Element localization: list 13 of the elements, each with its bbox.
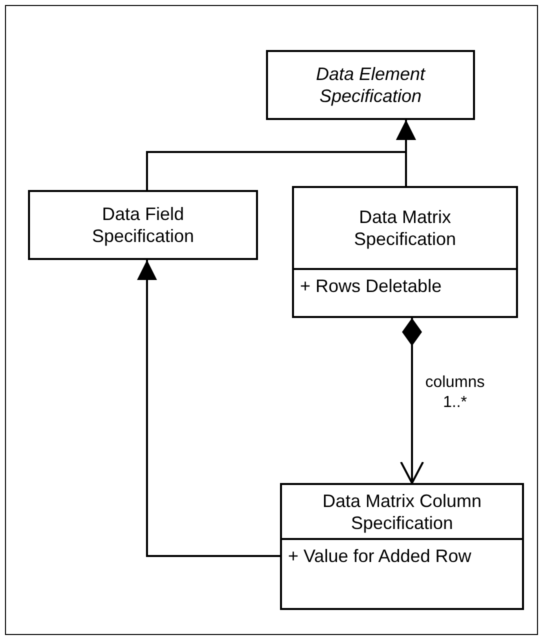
class-name: Data Element Specification <box>314 63 426 108</box>
class-box <box>266 50 475 120</box>
generalization-arrow <box>396 120 416 186</box>
class-attribute: + Rows Deletable <box>294 268 516 316</box>
generalization-arrow <box>137 260 280 557</box>
class-attribute: + Value for Added Row <box>282 538 522 608</box>
class-box <box>28 190 258 260</box>
class-name: Data Matrix Specification <box>352 206 458 251</box>
class-name: Data Matrix Column Specification <box>321 490 483 535</box>
class-name: Data Field Specification <box>90 203 196 248</box>
class-box <box>280 483 524 610</box>
composition-arrow <box>400 318 424 484</box>
class-box <box>292 186 518 318</box>
